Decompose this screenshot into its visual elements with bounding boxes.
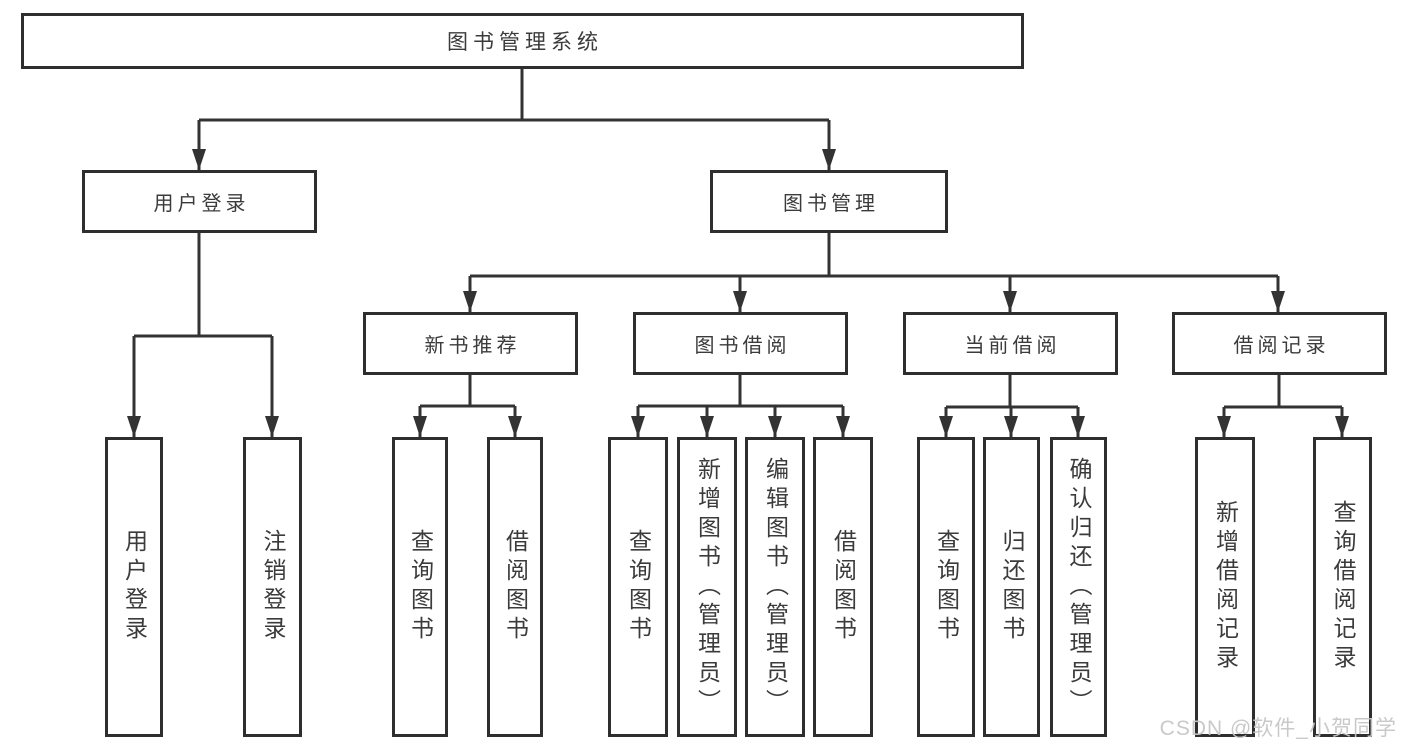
leaf-bb-edit-books-admin: 编辑图书（管理员）	[745, 437, 805, 737]
leaf-logout: 注销登录	[243, 437, 302, 737]
node-book-management: 图书管理	[710, 170, 948, 233]
node-library-management-system: 图书管理系统	[21, 13, 1024, 69]
leaf-cb-confirm-return-admin: 确认归还（管理员）	[1050, 437, 1107, 737]
leaf-br-query-borrow-record: 查询借阅记录	[1313, 437, 1372, 737]
leaf-nbr-query-books: 查询图书	[392, 437, 448, 737]
node-user-login: 用户登录	[82, 170, 317, 233]
leaf-bb-query-books: 查询图书	[608, 437, 668, 737]
leaf-nbr-borrow-books: 借阅图书	[487, 437, 543, 737]
leaf-bb-borrow-books: 借阅图书	[813, 437, 873, 737]
leaf-cb-query-books: 查询图书	[917, 437, 975, 737]
leaf-bb-add-books-admin: 新增图书（管理员）	[677, 437, 737, 737]
leaf-user-login: 用户登录	[105, 437, 163, 737]
node-borrow-records: 借阅记录	[1172, 312, 1387, 375]
csdn-watermark: CSDN @软件_小贺同学	[1159, 717, 1397, 740]
node-current-borrow: 当前借阅	[903, 312, 1118, 375]
node-book-borrow: 图书借阅	[633, 312, 848, 375]
node-new-book-recommend: 新书推荐	[363, 312, 578, 375]
leaf-cb-return-books: 归还图书	[983, 437, 1040, 737]
leaf-br-add-borrow-record: 新增借阅记录	[1195, 437, 1255, 737]
